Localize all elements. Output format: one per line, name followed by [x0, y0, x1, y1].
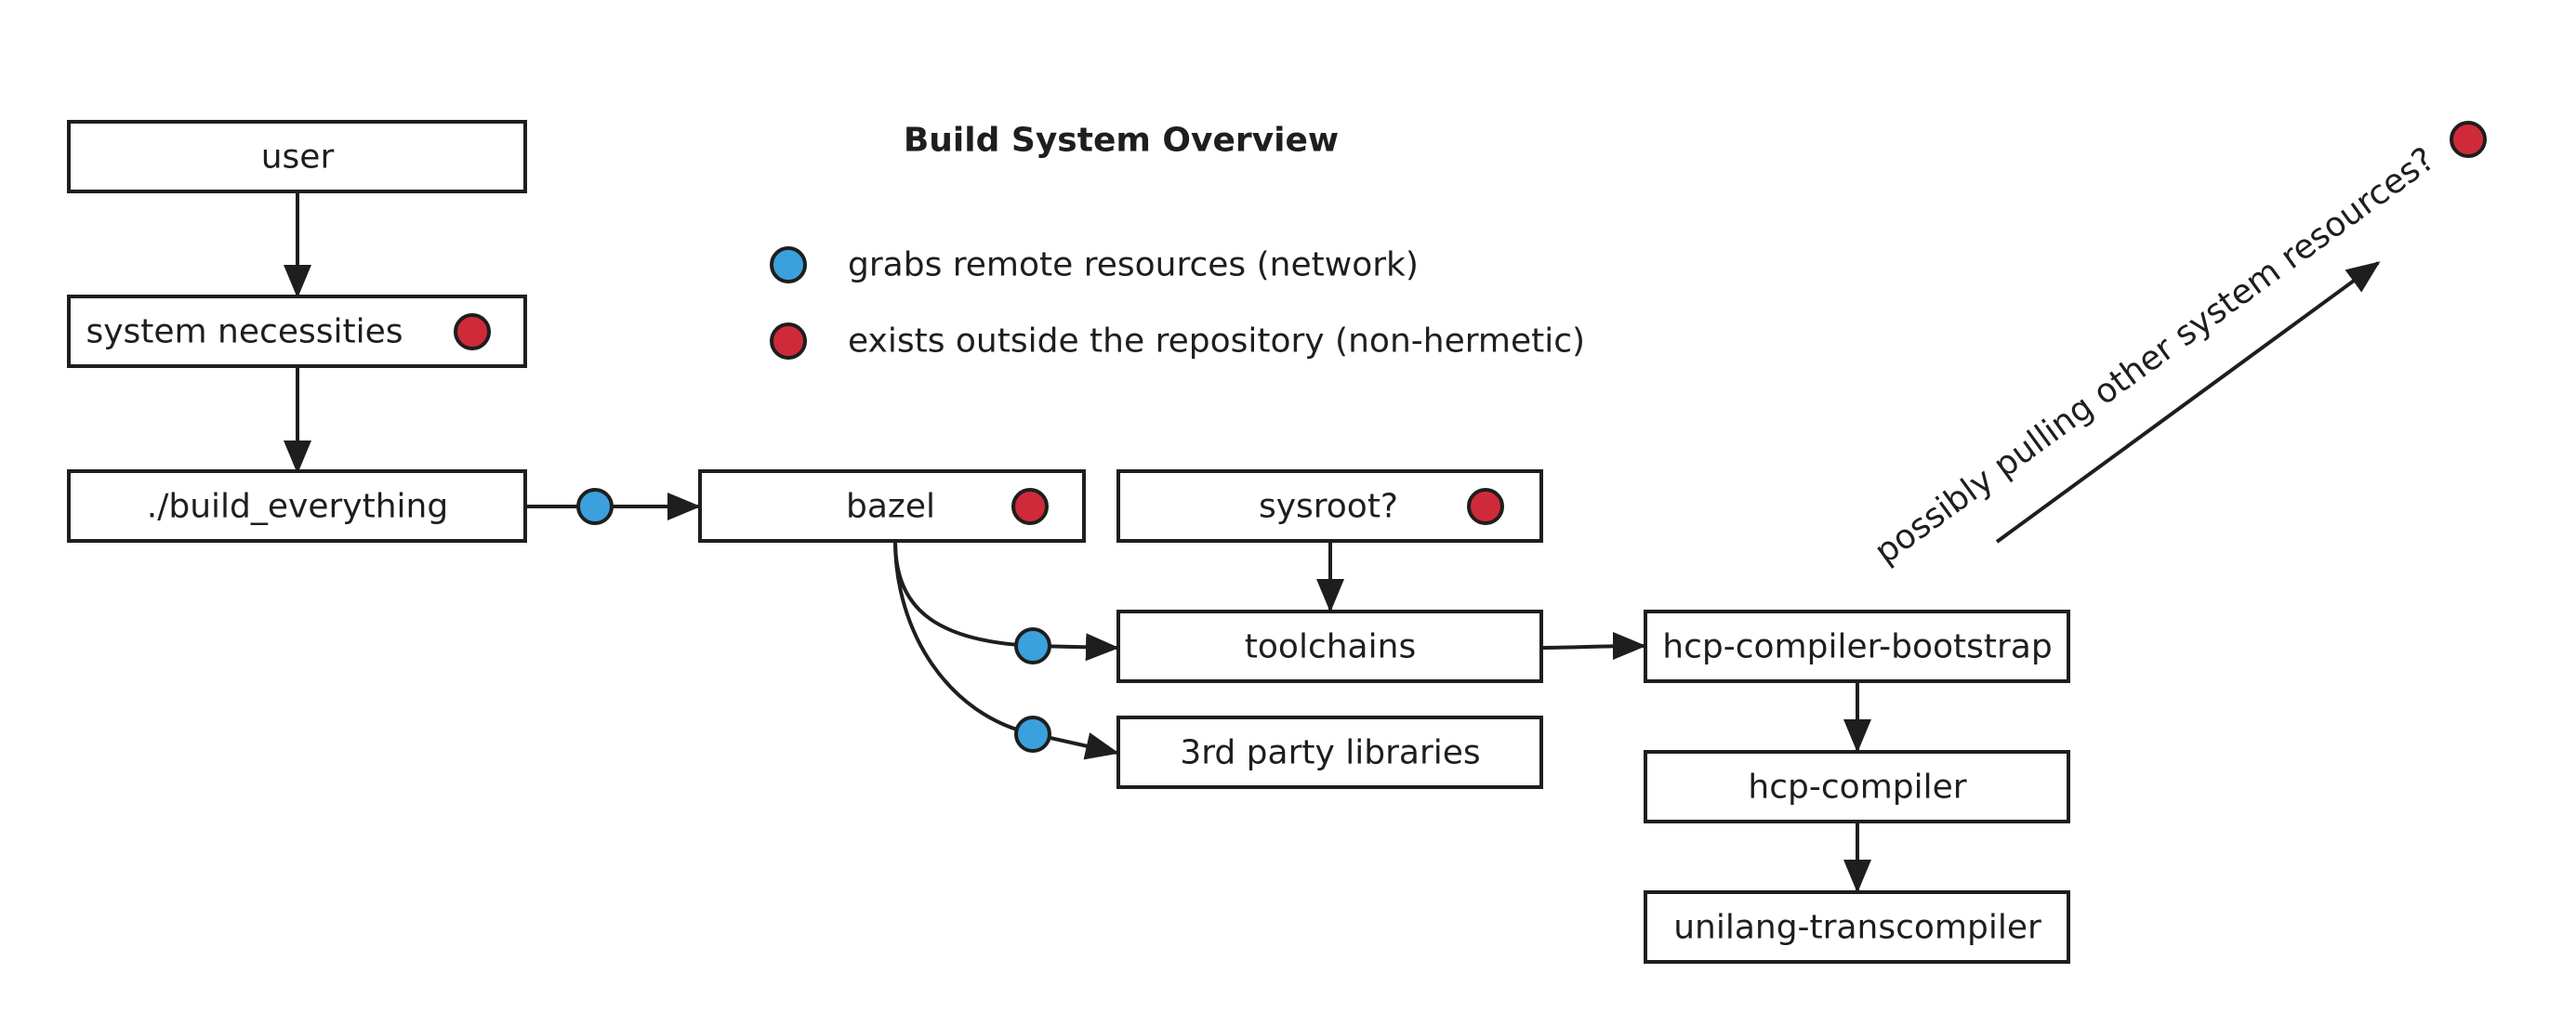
non-hermetic-dot — [2450, 121, 2487, 158]
legend-non-hermetic-label: exists outside the repository (non-herme… — [848, 322, 1585, 361]
node-toolchains-label: toolchains — [1245, 628, 1416, 666]
edge-bazel-to-toolchains — [893, 540, 1119, 662]
node-system-necessities-label: system necessities — [86, 313, 403, 351]
non-hermetic-legend-dot — [770, 322, 807, 360]
diagram-title: Build System Overview — [904, 122, 1339, 160]
legend: grabs remote resources (network) exists … — [770, 246, 1585, 361]
node-third-party-label: 3rd party libraries — [1180, 734, 1480, 772]
node-toolchains: toolchains — [1116, 610, 1543, 683]
non-hermetic-dot — [1467, 488, 1504, 525]
network-dot — [1014, 716, 1051, 753]
non-hermetic-dot — [1011, 488, 1049, 525]
legend-network-label: grabs remote resources (network) — [848, 246, 1419, 284]
edge-toolchains-to-bootstrap — [1540, 632, 1646, 661]
node-build-everything: ./build_everything — [67, 469, 527, 543]
node-hcp-compiler: hcp-compiler — [1644, 750, 2070, 823]
node-bazel-label: bazel — [846, 488, 935, 526]
node-hcp-compiler-label: hcp-compiler — [1748, 769, 1966, 807]
network-dot — [1014, 627, 1051, 664]
node-sysroot: sysroot? — [1116, 469, 1543, 543]
non-hermetic-dot — [454, 313, 491, 350]
network-legend-dot — [770, 246, 807, 283]
node-sysroot-label: sysroot? — [1259, 488, 1398, 526]
node-hcp-compiler-bootstrap-label: hcp-compiler-bootstrap — [1662, 628, 2052, 666]
network-dot — [576, 488, 614, 525]
node-bazel: bazel — [698, 469, 1086, 543]
node-unilang-transcompiler-label: unilang-transcompiler — [1673, 909, 2041, 947]
annotation-group: possibly pulling other system resources? — [1868, 140, 2441, 572]
possibly-pulling-annotation: possibly pulling other system resources? — [1868, 140, 2441, 572]
node-unilang-transcompiler: unilang-transcompiler — [1644, 890, 2070, 964]
node-user: user — [67, 120, 527, 193]
node-third-party-libraries: 3rd party libraries — [1116, 716, 1543, 789]
edge-bazel-to-third-party — [893, 540, 1119, 760]
node-user-label: user — [261, 138, 335, 177]
edges — [284, 191, 2381, 893]
edge-possibly-pulling-arrow — [1995, 261, 2381, 544]
node-build-everything-label: ./build_everything — [147, 488, 448, 526]
node-hcp-compiler-bootstrap: hcp-compiler-bootstrap — [1644, 610, 2070, 683]
node-system-necessities: system necessities — [67, 295, 527, 368]
